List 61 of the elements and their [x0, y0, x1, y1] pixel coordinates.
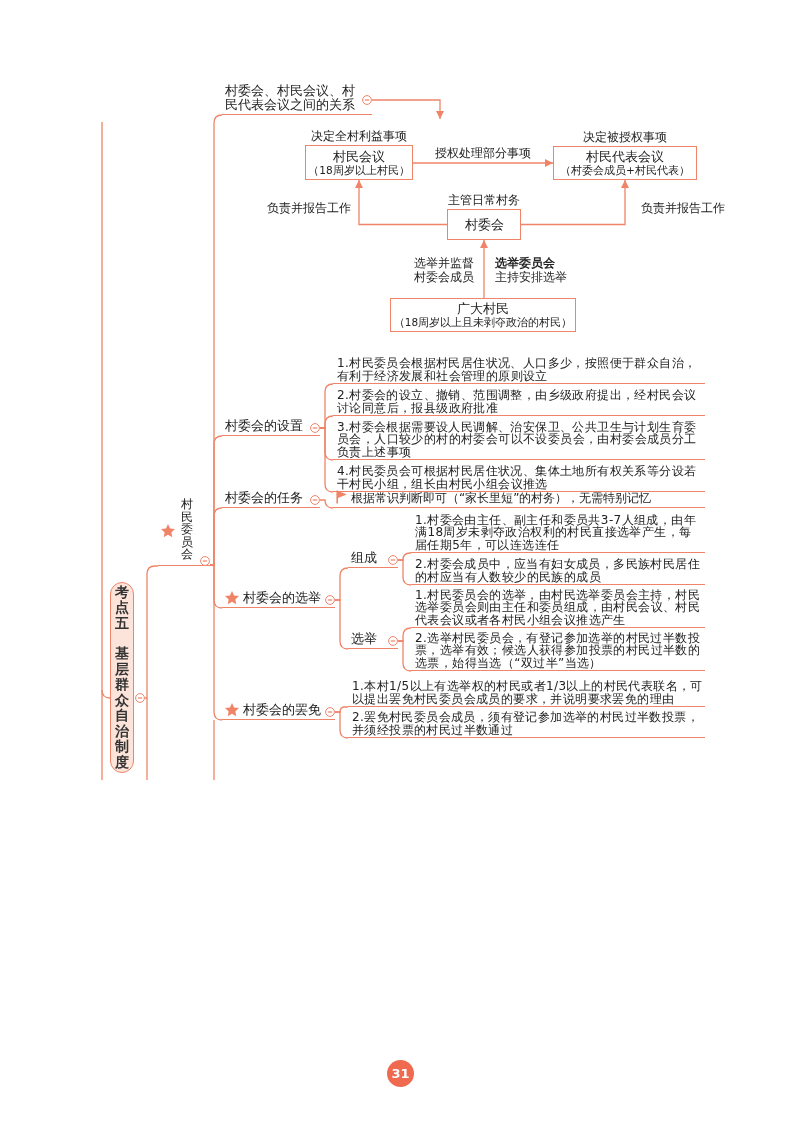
topic-node — [348, 550, 398, 568]
node-subtitle: （18周岁以上村民） — [308, 163, 410, 177]
page-number: 31 — [387, 1060, 414, 1087]
node-title: 村民代表会议 — [586, 149, 664, 164]
topic-number: 考点五 — [114, 584, 130, 632]
item-text: 3.村委会根据需要设人民调解、治安保卫、公共卫生与计划生育委员会，人口较少的村的村委会可以不设委员会，由村委会成员分工负责上述事项 — [333, 419, 705, 460]
item-text: 4.村民委员会可根据村民居住状况、集体土地所有权关系等分设若干村民小组，组长由村民小组会议推选 — [333, 464, 705, 492]
item-text: 2.选举村民委员会，有登记参加选举的村民过半数投票，选举有效；候选人获得参加投票的村民过半数的选票，始得当选（“双过半”当选） — [411, 631, 705, 671]
connector-line — [144, 565, 159, 699]
item-text: 1.村委会由主任、副主任和委员共3-7人组成，由年满18周岁未剥夺政治权利的村民直接选举产生，每届任期5年，可以连选连任 — [411, 513, 705, 553]
arrow — [412, 159, 554, 167]
connector-line — [319, 499, 334, 509]
process-box — [390, 298, 576, 332]
item-text: 2.罢免村民委员会成员，须有登记参加选举的村民过半数投票，并须经投票的村民过半数通过 — [348, 710, 705, 738]
node-title: 村委会 — [464, 217, 504, 232]
node-subtitle: （村委会成员+村民代表） — [560, 164, 690, 177]
arrow — [355, 179, 448, 226]
item-text: 1.村民委员会的选举，由村民选举委员会主持，村民选举委员会则由主任和委员组成，由村民会议、村民代表会议或者各村民小组会议推选产生 — [411, 588, 705, 628]
note-topic — [333, 490, 705, 508]
item-text: 1.村民委员会根据村民居住状况、人口多少，按照便于群众自治，有利于经济发展和社会管理的原则设立 — [333, 356, 705, 384]
arrow — [371, 99, 444, 120]
node-title: 村民会议 — [333, 148, 385, 164]
topic-label: 村民委员会 — [180, 498, 193, 561]
arrow — [520, 179, 629, 226]
topic-label: 基层群众自治制度 — [114, 646, 130, 771]
connector-line — [101, 121, 111, 699]
item-text: 1.本村1/5以上有选举权的村民或者1/3以上的村民代表联名，可以提出罢免村民委员会成员的要求，并说明要求罢免的理由 — [348, 679, 705, 707]
process-box — [447, 209, 521, 240]
process-box — [553, 146, 697, 180]
connector-line — [397, 640, 412, 672]
connector-line — [397, 559, 412, 586]
node-title: 广大村民 — [457, 301, 509, 316]
node-caption: 主管日常村务 — [448, 194, 520, 207]
topic-label: 村委会的任务 — [225, 491, 303, 505]
edge-label: 选举并监督村委会成员 — [414, 256, 474, 284]
item-text: 2.村委会成员中，应当有妇女成员，多民族村民居住的村应当有人数较少的民族的成员 — [411, 557, 705, 585]
topic-label: 组成 — [351, 551, 377, 565]
topic-label: 村委会的设置 — [225, 419, 303, 433]
node-caption: 决定全村利益事项 — [311, 130, 407, 143]
process-box — [305, 145, 413, 180]
arrow — [480, 239, 488, 299]
note-text: 根据常识判断即可（“家长里短”的村务），无需特别记忆 — [351, 491, 652, 505]
topic-label: 村委会的选举 — [243, 591, 321, 605]
topic-label: 村委会的罢免 — [243, 703, 321, 717]
connector-line — [334, 599, 349, 650]
topic-node — [222, 702, 335, 720]
edge-label: 负责并报告工作 — [267, 201, 351, 215]
edge-label: 负责并报告工作 — [641, 201, 725, 215]
topic-node — [348, 631, 398, 649]
node-caption: 决定被授权事项 — [583, 131, 667, 144]
node-subtitle: （18周岁以上且未剥夺政治的村民） — [393, 316, 573, 329]
topic-label: 村委会、村民会议、村民代表会议之间的关系 — [225, 84, 356, 112]
item-text: 2.村委会的设立、撤销、范围调整，由乡级政府提出，经村民会议讨论同意后，报县级政府批准 — [333, 388, 705, 416]
topic-node — [222, 83, 372, 115]
connector-line — [334, 711, 349, 739]
topic-label: 选举 — [351, 632, 377, 646]
topic-node — [222, 590, 335, 608]
topic-node — [222, 418, 320, 436]
edge-label: 授权处理部分事项 — [435, 146, 531, 160]
topic-node — [222, 490, 320, 508]
topic-node — [158, 496, 210, 566]
